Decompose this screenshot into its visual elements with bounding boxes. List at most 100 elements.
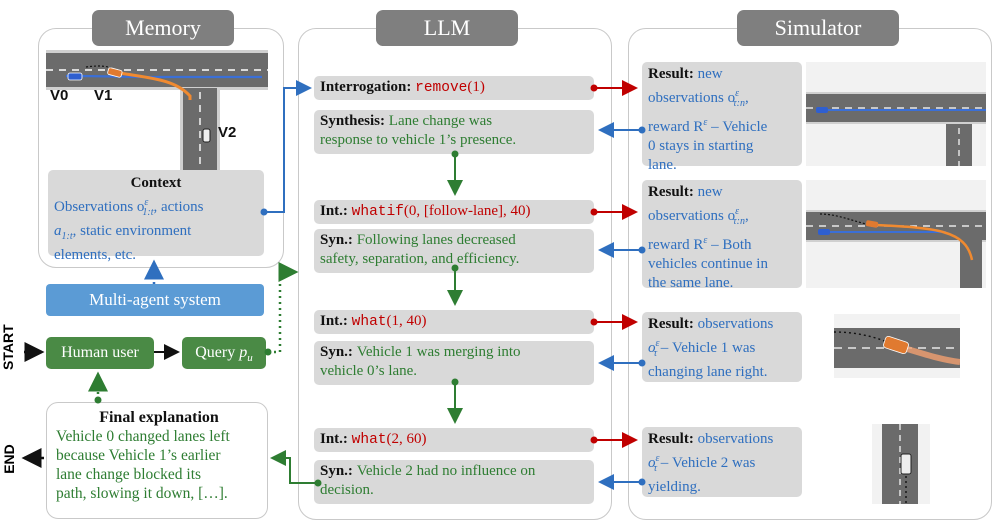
result-box-1: Result: new observations oετ:n, reward R… (642, 62, 802, 173)
int-args-4: (2, 60) (386, 431, 427, 447)
syn-box-4: Syn.: Vehicle 2 had no influence on deci… (314, 460, 594, 504)
result-box-4: Result: observations oετ – Vehicle 2 was… (642, 427, 802, 497)
int-box-4: Int.: what(2, 60) (314, 428, 594, 452)
syn-line-1a: Lane change was (388, 113, 493, 129)
int-label-3: Int.: (320, 313, 352, 329)
syn-line-3b: vehicle 0’s lane. (320, 363, 418, 379)
context-line3: elements, etc. (54, 247, 137, 263)
syn-line-1b: response to vehicle 1’s presence. (320, 132, 517, 148)
syn-line-4a: Vehicle 2 had no influence on (356, 463, 536, 479)
final-line-3: path, slowing it down, […]. (56, 485, 228, 502)
syn-label-1: Synthesis: (320, 113, 389, 129)
result-1-line4: 0 stays in starting (648, 138, 754, 154)
int-box-1: Interrogation: remove(1) (314, 76, 594, 100)
result-4-o: o (648, 455, 656, 471)
result-label-1: Result: (648, 66, 698, 82)
context-line2-tail: , static environment (72, 223, 192, 239)
result-4-obs-sub: τ (653, 463, 658, 474)
query-var: p (239, 344, 248, 361)
label-v2: V2 (218, 124, 237, 141)
int-code-2: whatif (351, 204, 404, 220)
result-3-tail: – Vehicle 1 was (657, 340, 756, 356)
int-args-2: (0, [follow-lane], 40) (403, 203, 531, 219)
context-line1: Observations o (54, 199, 145, 215)
human-user-box[interactable]: Human user (46, 337, 154, 369)
result-1-r-tail: – Vehicle (707, 119, 768, 135)
syn-label-4: Syn.: (320, 463, 357, 479)
result-3-line4: changing lane right. (648, 364, 768, 380)
result-2-r-tail: – Both (707, 237, 752, 253)
context-line1-tail: , actions (153, 199, 204, 215)
sim-image-1 (806, 62, 986, 166)
syn-line-3a: Vehicle 1 was merging into (356, 344, 521, 360)
final-explanation: Final explanation Vehicle 0 changed lane… (56, 408, 262, 503)
syn-label-2: Syn.: (320, 232, 357, 248)
int-args-1: (1) (467, 79, 485, 95)
syn-line-2b: safety, separation, and efficiency. (320, 251, 520, 267)
result-2-obs-sup: ε (735, 206, 740, 217)
context-obs-sub: 1:t (142, 207, 154, 218)
int-code-4: what (351, 432, 387, 448)
multi-agent-system-box: Multi-agent system (46, 284, 264, 316)
simulator-header: Simulator (737, 10, 899, 46)
llm-header: LLM (376, 10, 518, 46)
result-label-3: Result: (648, 316, 698, 332)
int-code-3: what (351, 314, 387, 330)
final-line-0: Vehicle 0 changed lanes left (56, 428, 230, 445)
result-3-o: o (648, 340, 656, 356)
memory-map (46, 50, 268, 170)
mas-label: Multi-agent system (89, 290, 221, 309)
result-1-r-sup: ε (703, 117, 708, 128)
label-v1: V1 (94, 87, 113, 104)
human-user-label: Human user (61, 344, 139, 361)
result-label-4: Result: (648, 431, 698, 447)
final-line-1: because Vehicle 1’s earlier (56, 447, 221, 464)
int-label-2: Int.: (320, 203, 352, 219)
query-box[interactable]: Query pu (182, 337, 266, 369)
result-2-r-sup: ε (703, 235, 708, 246)
context-title: Context (130, 175, 182, 191)
context-obs-sup: ε (144, 197, 149, 208)
result-2-line5: the same lane. (648, 275, 734, 291)
result-box-2: Result: new observations oετ:n, reward R… (642, 180, 802, 291)
syn-box-3: Syn.: Vehicle 1 was merging into vehicle… (314, 341, 594, 385)
int-label-1: Interrogation: (320, 79, 416, 95)
result-label-2: Result: (648, 184, 698, 200)
result-4-tail: – Vehicle 2 was (657, 455, 756, 471)
result-1-obs: observations o (648, 90, 736, 106)
int-code-1: remove (415, 80, 468, 96)
final-line-2: lane change blocked its (56, 466, 202, 483)
label-v0: V0 (50, 87, 69, 104)
memory-header: Memory (92, 10, 234, 46)
final-panel (46, 402, 268, 519)
int-box-2: Int.: whatif(0, [follow-lane], 40) (314, 200, 594, 224)
sim-image-4 (872, 424, 930, 504)
result-2-obs-sub: τ:n (733, 216, 745, 227)
query-label: Query (195, 344, 240, 361)
result-1-line5: lane. (648, 157, 677, 173)
final-title: Final explanation (99, 409, 219, 426)
result-2-reward: reward R (648, 237, 704, 253)
result-1-obs-sub: τ:n (733, 98, 745, 109)
result-3-obs-sup: ε (655, 338, 660, 349)
context-actions-sub: 1:t (61, 231, 73, 242)
int-box-3: Int.: what(1, 40) (314, 310, 594, 334)
syn-line-2a: Following lanes decreased (356, 232, 516, 248)
result-4-obs: observations (697, 431, 774, 447)
result-1-obs-sup: ε (735, 88, 740, 99)
sim-image-2 (806, 180, 986, 288)
context-actions-var: a (54, 223, 62, 239)
result-2-line4: vehicles continue in (648, 256, 768, 272)
result-2-obs: observations o (648, 208, 736, 224)
result-2-new: new (697, 184, 723, 200)
result-3-obs: observations (697, 316, 774, 332)
syn-box-1: Synthesis: Lane change was response to v… (314, 110, 594, 154)
query-sub: u (247, 352, 253, 365)
result-4-line4: yielding. (648, 479, 701, 495)
result-3-obs-sub: τ (653, 348, 658, 359)
result-1-reward: reward R (648, 119, 704, 135)
syn-line-4b: decision. (320, 482, 374, 498)
result-box-3: Result: observations oετ – Vehicle 1 was… (642, 312, 802, 382)
sim-image-3 (834, 314, 960, 378)
